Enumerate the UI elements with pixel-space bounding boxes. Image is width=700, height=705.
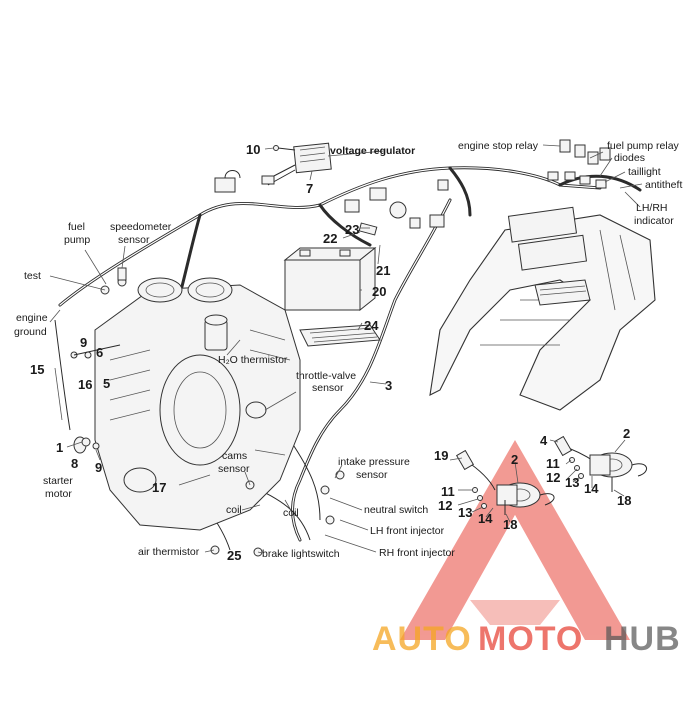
label-taillight: taillight — [628, 166, 661, 178]
label-speedometer-sensor-line1: speedometer — [110, 221, 172, 233]
part-number-9-upper: 9 — [80, 335, 87, 350]
harness-connectors — [100, 170, 449, 295]
label-throttle-valve-sensor-line1: throttle-valve — [296, 370, 356, 382]
part-number-6: 6 — [96, 345, 103, 360]
part-number-11-right: 11 — [546, 456, 560, 471]
battery — [283, 246, 377, 312]
part-number-5: 5 — [103, 376, 110, 391]
label-engine-ground-line1: engine — [16, 312, 48, 324]
relays-group — [547, 139, 611, 189]
rear-subframe — [429, 206, 656, 411]
part-number-9-lower: 9 — [95, 460, 102, 475]
part-number-15: 15 — [30, 362, 44, 377]
part-number-12-right: 12 — [546, 470, 560, 485]
label-rh-front-injector: RH front injector — [379, 547, 455, 559]
label-diodes: diodes — [614, 152, 645, 164]
part-number-16: 16 — [78, 377, 92, 392]
ignition-coil-assembly-2 — [553, 435, 647, 492]
watermark-wordmark: AUTO MOTO HUB — [372, 620, 681, 658]
part-numbers: 10 7 23 22 21 20 24 3 9 6 16 5 15 1 8 9 … — [30, 142, 631, 563]
label-antitheft: antitheft — [645, 179, 682, 191]
label-coil-right: coil — [283, 507, 299, 519]
label-air-thermistor: air thermistor — [138, 546, 200, 558]
part-number-14-left: 14 — [478, 511, 493, 526]
part-number-24: 24 — [364, 318, 379, 333]
engine-block — [73, 277, 301, 531]
label-cams-sensor-line2: sensor — [218, 463, 250, 475]
watermark-word-auto: AUTO — [372, 620, 472, 658]
label-voltage-regulator: voltage regulator — [330, 145, 415, 157]
part-number-7: 7 — [306, 181, 313, 196]
part-number-13-left: 13 — [458, 505, 472, 520]
text-labels: voltage regulator engine stop relay fuel… — [14, 140, 682, 560]
label-h2o-thermistor: H₂O thermistor — [218, 354, 288, 366]
part-number-10: 10 — [246, 142, 260, 157]
part-number-18-right: 18 — [617, 493, 631, 508]
part-number-14-right: 14 — [584, 481, 599, 496]
leader-lines — [49, 144, 643, 554]
part-number-20: 20 — [372, 284, 386, 299]
label-brake-lightswitch: brake lightswitch — [262, 548, 340, 560]
label-fuel-pump-line1: fuel — [68, 221, 85, 233]
label-intake-pressure-sensor-line2: sensor — [356, 469, 388, 481]
label-neutral-switch: neutral switch — [364, 504, 428, 516]
part-number-17: 17 — [152, 480, 166, 495]
label-speedometer-sensor-line2: sensor — [118, 234, 150, 246]
part-number-19: 19 — [434, 448, 448, 463]
label-engine-ground-line2: ground — [14, 326, 47, 338]
label-lh-front-injector: LH front injector — [370, 525, 445, 537]
part-number-13-right: 13 — [565, 475, 579, 490]
part-number-11-left: 11 — [441, 484, 455, 499]
part-number-4: 4 — [540, 433, 548, 448]
ignition-coil-assembly-1 — [455, 449, 555, 515]
label-starter-motor-line1: starter — [43, 475, 73, 487]
watermark-triangle-logo — [400, 440, 630, 640]
label-throttle-valve-sensor-line2: sensor — [312, 382, 344, 394]
label-test: test — [24, 270, 41, 282]
part-number-25: 25 — [227, 548, 241, 563]
label-fuel-pump-line2: pump — [64, 234, 90, 246]
label-fuel-pump-relay: fuel pump relay — [607, 140, 680, 152]
label-cams-sensor-line1: cams — [222, 450, 247, 462]
voltage-regulator-part — [261, 142, 332, 186]
part-number-22: 22 — [323, 231, 337, 246]
watermark-word-moto: MOTO — [478, 620, 583, 658]
label-lh-rh-indicator-line2: indicator — [634, 215, 674, 227]
watermark-word-hub: HUB — [604, 620, 681, 658]
label-starter-motor-line2: motor — [45, 488, 72, 500]
part-number-12-left: 12 — [438, 498, 452, 513]
part-number-2-left: 2 — [511, 452, 518, 467]
label-intake-pressure-sensor-line1: intake pressure — [338, 456, 410, 468]
label-lh-rh-indicator-line1: LH/RH — [636, 202, 668, 214]
part-number-23: 23 — [345, 222, 359, 237]
part-number-21: 21 — [376, 263, 390, 278]
label-engine-stop-relay: engine stop relay — [458, 140, 539, 152]
part-number-1: 1 — [56, 440, 63, 455]
label-coil-left: coil — [226, 504, 242, 516]
battery-plate — [299, 324, 381, 347]
part-number-8: 8 — [71, 456, 78, 471]
part-number-3: 3 — [385, 378, 392, 393]
part-number-2-right: 2 — [623, 426, 630, 441]
part-number-18-left: 18 — [503, 517, 517, 532]
